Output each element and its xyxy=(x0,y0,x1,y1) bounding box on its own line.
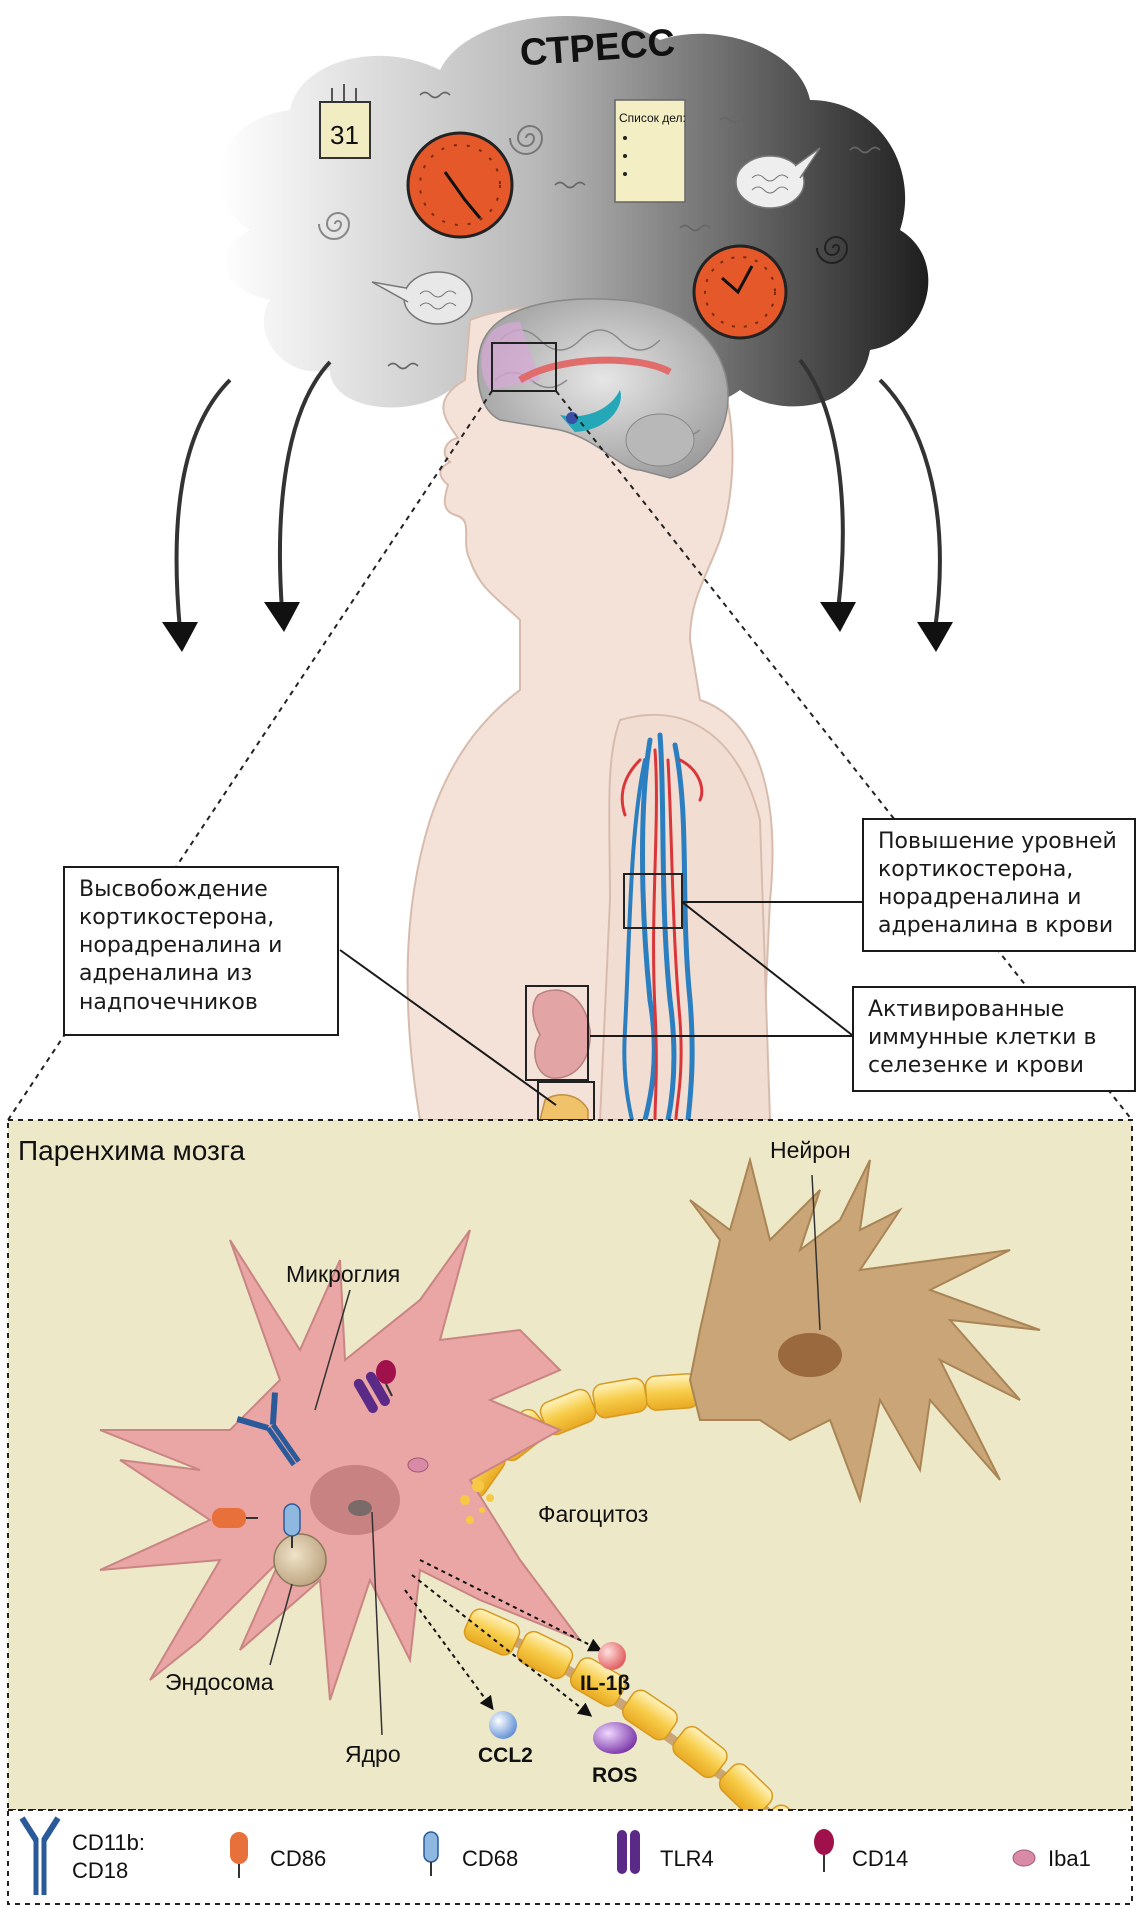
myelin-segment xyxy=(539,1388,597,1436)
blue-receptor-icon xyxy=(423,1831,439,1876)
human-figure xyxy=(406,298,774,1123)
orange-receptor-icon xyxy=(230,1832,248,1878)
magenta-receptor-icon xyxy=(814,1829,834,1872)
neuron: Нейрон xyxy=(688,1137,1041,1504)
myelin-segment xyxy=(516,1630,574,1680)
ros-label: ROS xyxy=(592,1764,638,1787)
blood-vessels xyxy=(620,732,704,1123)
pink-oval-icon xyxy=(407,1457,429,1473)
spiral-icon xyxy=(318,212,351,240)
blue-receptor-icon xyxy=(283,1503,301,1548)
legend-label: CD68 xyxy=(462,1846,518,1871)
callout-lines xyxy=(339,901,862,1106)
legend-label: CD14 xyxy=(852,1846,908,1871)
myelin-debris xyxy=(460,1480,494,1524)
myelin-segment xyxy=(622,1689,678,1741)
neuron-label: Нейрон xyxy=(770,1137,851,1163)
stress-arrows xyxy=(162,358,953,652)
antibody-icon xyxy=(236,1392,301,1467)
legend-label: CD86 xyxy=(270,1846,326,1871)
nucleus-label: Ядро xyxy=(345,1741,401,1767)
spleen-zoom-box xyxy=(525,985,589,1081)
stress-cloud: СТРЕСС 31 Список дел: xyxy=(219,15,929,409)
calendar-day: 31 xyxy=(330,120,359,150)
todo-note-icon: Список дел: xyxy=(614,99,686,203)
pink-oval-icon xyxy=(1012,1849,1036,1867)
calendar-icon: 31 xyxy=(319,84,371,159)
orange-receptor-icon xyxy=(212,1508,258,1528)
microglia: Микроглия Эндосома Ядро xyxy=(99,1229,583,1767)
ros-molecule xyxy=(593,1722,637,1754)
legend-label: Iba1 xyxy=(1048,1846,1091,1871)
parenchyma-title: Паренхима мозга xyxy=(18,1135,245,1166)
brain-zoom-box xyxy=(491,342,557,392)
squiggle-decor xyxy=(387,91,881,370)
speech-bubble-icon xyxy=(371,271,473,325)
ccl2-molecule xyxy=(489,1711,517,1739)
magenta-receptor-icon xyxy=(376,1360,396,1397)
spiral-icon xyxy=(816,236,849,264)
il1b-label: IL-1β xyxy=(580,1672,630,1695)
myelin-segment xyxy=(718,1763,774,1817)
legend: CD11b: CD18 CD86 CD68 TLR4 CD14 Iba1 xyxy=(7,1809,1133,1905)
legend-label: CD18 xyxy=(72,1858,128,1883)
clock-icon xyxy=(406,131,514,239)
microglia-label: Микроглия xyxy=(286,1261,400,1287)
myelin-segment xyxy=(463,1608,521,1656)
callout-immune-cells: Активированные иммунные клетки в селезен… xyxy=(852,986,1136,1092)
speech-bubble-icon xyxy=(735,147,821,209)
purple-receptor-icon xyxy=(353,1371,390,1414)
legend-label: CD11b: xyxy=(72,1830,145,1855)
spiral-icon xyxy=(509,125,544,155)
cytokine-arrows xyxy=(404,1559,603,1717)
callout-blood-levels: Повышение уровней кортикостерона, норадр… xyxy=(862,818,1136,952)
brain-parenchyma-panel: Паренхима мозга Нейрон Микроглия Эндосом… xyxy=(7,1119,1133,1883)
purple-receptor-icon xyxy=(617,1830,640,1874)
legend-label: TLR4 xyxy=(660,1846,714,1871)
endosome xyxy=(273,1533,327,1587)
callout-adrenal-release: Высвобождение кортикостерона, норадренал… xyxy=(63,866,339,1036)
spleen xyxy=(532,989,591,1079)
endosome-label: Эндосома xyxy=(165,1669,274,1695)
todo-title: Список дел: xyxy=(619,111,686,125)
myelin-segment xyxy=(672,1725,728,1779)
antibody-icon xyxy=(19,1816,61,1895)
clock-icon xyxy=(692,244,788,340)
il1b-molecule xyxy=(598,1642,626,1670)
ccl2-label: CCL2 xyxy=(478,1744,533,1767)
phagocytosis-label: Фагоцитоз xyxy=(538,1501,648,1527)
